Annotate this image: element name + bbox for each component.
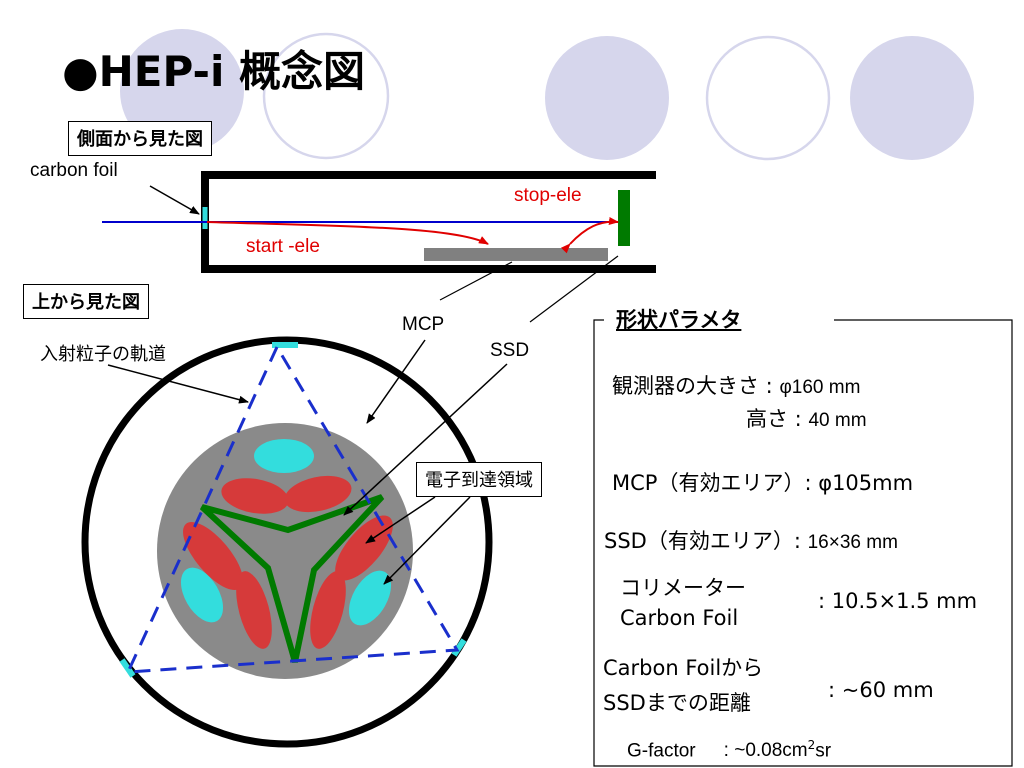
top-view-diagram bbox=[81, 255, 619, 748]
param-size-label: 観測器の大きさ : bbox=[612, 374, 773, 398]
ssd-label: SSD bbox=[490, 340, 530, 361]
deco-circle-outline-2 bbox=[705, 35, 831, 161]
param-height: 高さ : 40 mm bbox=[746, 403, 867, 433]
red-region-2 bbox=[284, 475, 352, 513]
electron-region-pointer-2 bbox=[383, 496, 471, 585]
red-region-3 bbox=[183, 522, 243, 590]
param-ssd-value: 16×36 mm bbox=[807, 532, 898, 553]
param-mcp: MCP（有効エリア）: φ105mm bbox=[612, 467, 913, 497]
param-collimator-value: : 10.5×1.5 mm bbox=[818, 589, 978, 613]
deco-circle-filled-3 bbox=[850, 36, 974, 160]
ssd-connector-line bbox=[529, 255, 619, 323]
red-region-5 bbox=[310, 571, 346, 649]
param-collimator-label-1: コリメーター bbox=[620, 576, 746, 600]
param-mcp-label: MCP（有効エリア）: bbox=[612, 471, 812, 495]
mcp-connector-line bbox=[439, 261, 513, 301]
param-ssd: SSD（有効エリア）: 16×36 mm bbox=[604, 525, 898, 555]
mcp-plate bbox=[424, 248, 608, 261]
side-view-label: 側面から見た図 bbox=[68, 121, 212, 156]
cyan-region-top bbox=[254, 439, 314, 473]
param-height-value: 40 mm bbox=[808, 410, 867, 431]
slit-left bbox=[119, 658, 136, 678]
param-size: 観測器の大きさ : φ160 mm bbox=[612, 370, 860, 400]
side-view-diagram bbox=[102, 171, 656, 273]
mcp-label: MCP bbox=[402, 314, 445, 335]
param-collimator-label-2: Carbon Foil bbox=[620, 606, 739, 630]
page-title: ●HEP-i 概念図 bbox=[62, 47, 365, 96]
param-gfactor: G-factor : ~0.08cm2sr bbox=[627, 738, 831, 762]
param-gfactor-value-suffix: sr bbox=[815, 740, 832, 762]
trajectory-triangle bbox=[125, 343, 460, 674]
ssd-y-shape bbox=[199, 494, 385, 663]
param-distance-label-1: Carbon Foilから bbox=[603, 656, 764, 680]
red-region-4 bbox=[236, 571, 272, 649]
carbon-foil-label: carbon foil bbox=[30, 160, 118, 181]
stop-ele-label: stop-ele bbox=[514, 185, 582, 206]
red-region-1 bbox=[221, 478, 289, 514]
deco-circle-filled-2 bbox=[545, 36, 669, 160]
red-region-6 bbox=[335, 515, 393, 581]
param-gfactor-value-sup: 2 bbox=[807, 738, 816, 752]
cyan-region-left bbox=[180, 567, 224, 623]
trajectory-pointer bbox=[107, 364, 249, 404]
carbon-foil-pointer bbox=[149, 185, 200, 215]
param-ssd-label: SSD（有効エリア）: bbox=[604, 529, 801, 553]
param-mcp-value: φ105mm bbox=[818, 471, 914, 495]
param-distance-value: : ~60 mm bbox=[828, 678, 934, 702]
outer-housing-ring bbox=[81, 336, 493, 748]
parameter-frame bbox=[593, 319, 1013, 767]
electron-region-label: 電子到達領域 bbox=[416, 462, 542, 497]
electron-regions bbox=[180, 439, 393, 649]
params-title: 形状パラメタ bbox=[610, 304, 748, 334]
param-height-label: 高さ : bbox=[746, 407, 802, 431]
ssd-pointer bbox=[343, 363, 508, 516]
stop-electron-path bbox=[560, 217, 619, 254]
start-ele-label: start -ele bbox=[246, 236, 320, 257]
param-size-value: φ160 mm bbox=[779, 377, 861, 398]
ssd-plate bbox=[618, 190, 630, 246]
slit-right bbox=[451, 638, 467, 657]
param-gfactor-label: G-factor bbox=[627, 740, 696, 762]
top-view-label: 上から見た図 bbox=[23, 284, 149, 319]
param-distance-label-2: SSDまでの距離 bbox=[603, 691, 751, 715]
cyan-region-right bbox=[348, 570, 392, 626]
start-electron-path bbox=[206, 221, 489, 245]
param-gfactor-value-prefix: : ~0.08cm bbox=[723, 740, 808, 762]
electron-region-pointer-1 bbox=[365, 496, 436, 544]
mcp-pointer bbox=[366, 339, 426, 424]
deco-circle-outline-1 bbox=[262, 32, 390, 160]
trajectory-label: 入射粒子の軌道 bbox=[40, 344, 166, 365]
